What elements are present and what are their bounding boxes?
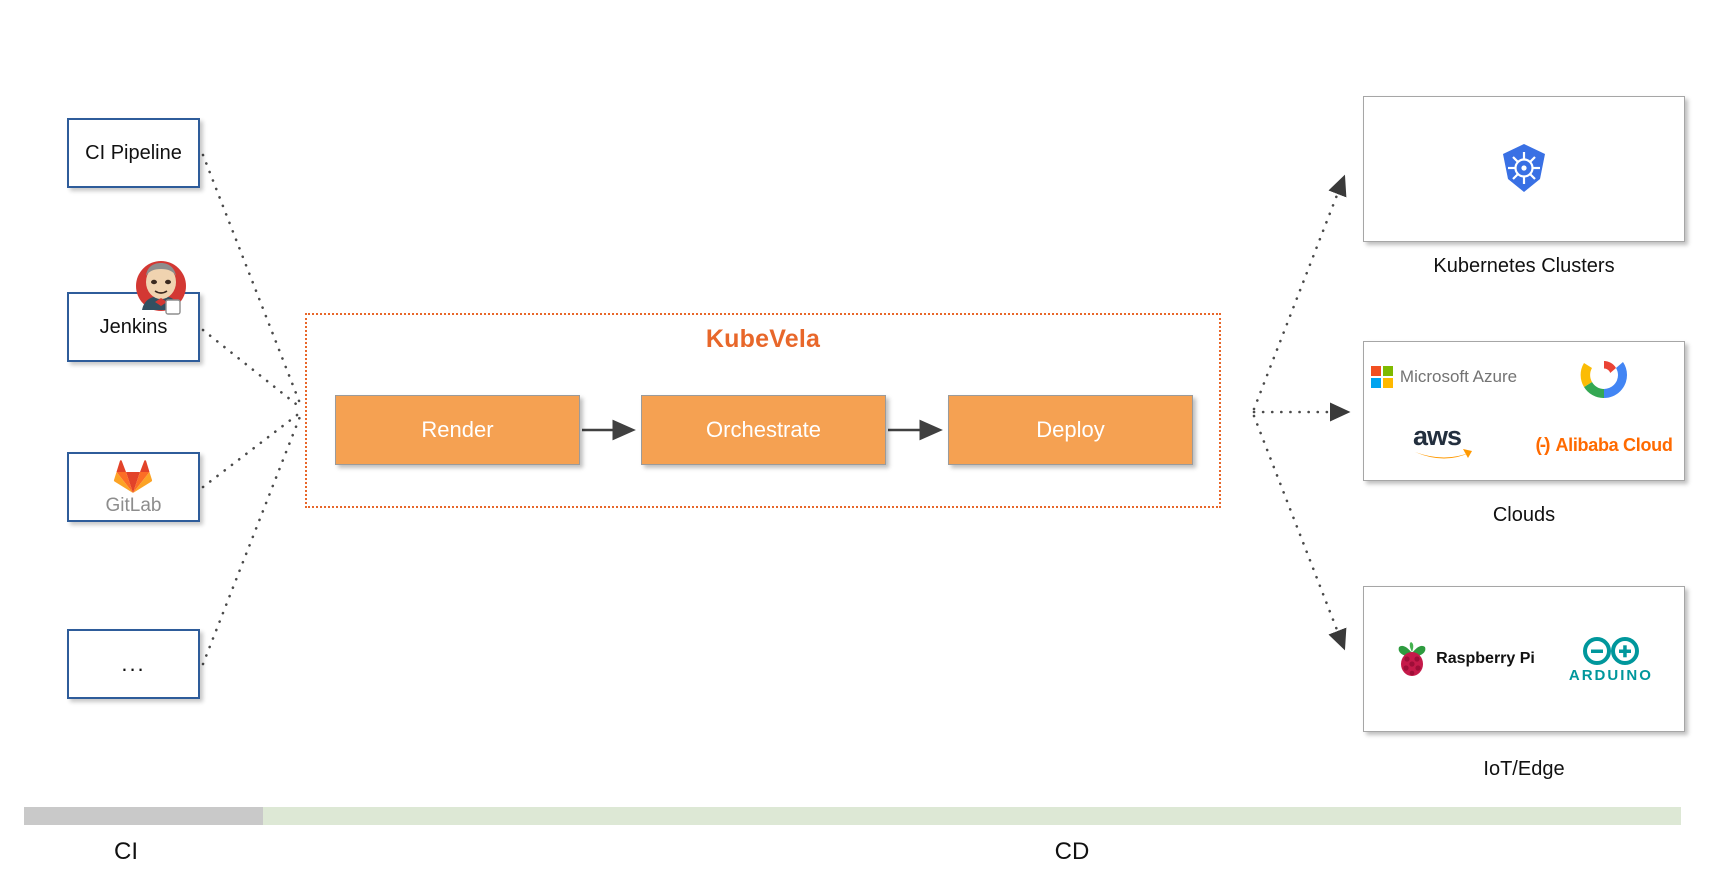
source-box-gitlab[interactable]: GitLab [67, 452, 200, 522]
microsoft-azure-icon [1370, 365, 1393, 388]
kubevela-title: KubeVela [705, 325, 821, 353]
stage-render[interactable]: Render [335, 395, 580, 465]
target-label-kubernetes-clusters: Kubernetes Clusters [1433, 255, 1615, 277]
raspberry-pi-icon [1398, 642, 1426, 676]
alibaba-label: Alibaba Cloud [1555, 435, 1673, 455]
source-label-jenkins: Jenkins [99, 315, 168, 338]
stage-orchestrate[interactable]: Orchestrate [641, 395, 886, 465]
logo-google-cloud [1579, 356, 1629, 398]
source-box-ci-pipeline[interactable]: CI Pipeline [67, 118, 200, 188]
stage-label-deploy: Deploy [1036, 417, 1105, 442]
target-box-iot-edge[interactable]: Raspberry Pi ARDUINO [1363, 586, 1685, 732]
source-label-ci-pipeline: CI Pipeline [85, 141, 182, 164]
fan-in-connectors [201, 153, 303, 666]
aws-smile-icon [1415, 449, 1472, 459]
fan-out-connectors [1252, 174, 1351, 651]
stage-label-render: Render [421, 417, 494, 442]
source-label-gitlab: GitLab [105, 495, 162, 516]
kubernetes-helm-icon [1503, 144, 1545, 192]
kubevela-container [305, 313, 1221, 508]
jenkins-butler-icon [136, 261, 186, 315]
aws-label: aws [1413, 420, 1462, 451]
band-label-ci: CI [114, 838, 138, 865]
azure-label: Microsoft Azure [1399, 366, 1518, 386]
arduino-icon [1582, 636, 1639, 665]
target-box-kubernetes-clusters[interactable] [1363, 96, 1685, 242]
logo-raspberry-pi: Raspberry Pi [1395, 640, 1535, 678]
logo-arduino: ARDUINO [1569, 635, 1653, 684]
logo-aws: aws [1413, 420, 1475, 467]
gitlab-fox-icon [114, 460, 153, 493]
target-box-clouds[interactable]: Microsoft Azure aws [1363, 341, 1685, 481]
band-label-cd: CD [1054, 838, 1090, 865]
logo-microsoft-azure: Microsoft Azure [1370, 365, 1518, 388]
target-label-clouds: Clouds [1492, 504, 1556, 526]
source-box-more[interactable]: ... [67, 629, 200, 699]
stage-label-orchestrate: Orchestrate [706, 417, 821, 442]
stage-deploy[interactable]: Deploy [948, 395, 1193, 465]
alibaba-mark: (-) [1535, 434, 1550, 456]
band-ci [24, 807, 263, 825]
logo-alibaba-cloud: (-) Alibaba Cloud [1535, 435, 1672, 457]
raspberry-pi-label: Raspberry Pi [1436, 650, 1535, 667]
band-cd [263, 807, 1681, 825]
target-label-iot-edge: IoT/Edge [1483, 758, 1565, 780]
source-label-more: ... [121, 651, 146, 676]
arduino-label: ARDUINO [1568, 666, 1653, 684]
google-cloud-icon [1580, 360, 1627, 398]
